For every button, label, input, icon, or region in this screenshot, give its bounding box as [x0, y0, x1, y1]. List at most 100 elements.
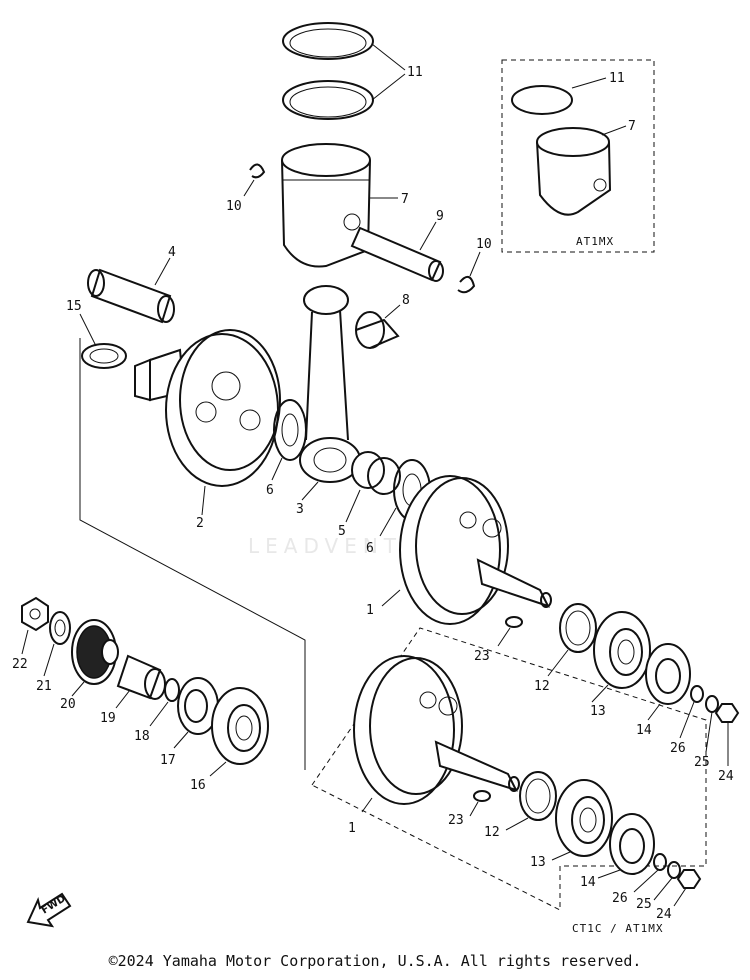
leader-26-upper: [679, 701, 695, 739]
bearing-16: [211, 687, 269, 765]
callout-12-upper: 12: [534, 679, 550, 694]
callout-9: 9: [436, 209, 444, 224]
washer-lower: [667, 861, 681, 879]
leader-6-right: [379, 507, 397, 537]
oil-seal-upper: [559, 603, 597, 653]
callout-23-upper: 23: [474, 649, 490, 664]
leader-10-left: [243, 179, 255, 197]
callout-2: 2: [196, 516, 204, 531]
woodruff-key-upper: [505, 616, 523, 628]
nut-upper: [714, 703, 740, 723]
callout-6-left: 6: [266, 483, 274, 498]
leader-5: [345, 489, 361, 523]
leader-20: [71, 681, 85, 697]
callout-5: 5: [338, 524, 346, 539]
copyright-notice: ©2024 Yamaha Motor Corporation, U.S.A. A…: [108, 952, 642, 970]
callout-15: 15: [66, 299, 82, 314]
callout-10-left: 10: [226, 199, 242, 214]
callout-22: 22: [12, 657, 28, 672]
leader-23-lower: [469, 801, 479, 817]
leader-25-lower: [653, 877, 673, 901]
callout-14-lower: 14: [580, 875, 596, 890]
oil-seal-lower: [519, 771, 557, 821]
callout-8: 8: [402, 293, 410, 308]
leader-9: [419, 221, 437, 251]
callout-20: 20: [60, 697, 76, 712]
callout-3: 3: [296, 502, 304, 517]
leader-21: [43, 643, 55, 677]
thrust-washer: [81, 343, 127, 369]
connecting-rod: [299, 285, 361, 483]
leader-13-upper: [591, 684, 609, 703]
woodruff-key-lower: [473, 790, 491, 802]
leader-18: [149, 701, 169, 727]
leader-11-b: [371, 73, 406, 101]
callout-7-box: 7: [628, 119, 636, 134]
leader-1-upper: [381, 589, 401, 607]
piston-ring-upper: [282, 22, 374, 60]
callout-1-upper: 1: [366, 603, 374, 618]
leader-13-lower: [551, 851, 571, 861]
callout-12-lower: 12: [484, 825, 500, 840]
callout-6-right: 6: [366, 541, 374, 556]
crank-half-right-lower: [353, 655, 520, 805]
leader-16: [209, 761, 227, 777]
leader-15: [79, 313, 97, 347]
big-end-bearing: [351, 451, 401, 495]
seal-upper: [645, 643, 691, 705]
leader-1-lower: [361, 797, 373, 813]
shim-18: [164, 678, 180, 702]
callout-26-lower: 26: [612, 891, 628, 906]
callout-11-box: 11: [609, 71, 625, 86]
nut-22-hole: [29, 608, 41, 620]
small-end-bearing: [355, 311, 400, 349]
leader-12-upper: [547, 649, 569, 677]
bearing-lower: [555, 779, 613, 857]
washer-upper: [705, 695, 719, 713]
box-label-ct1c-at1mx: CT1C / AT1MX: [572, 922, 663, 935]
callout-1-lower: 1: [348, 821, 356, 836]
nut-lower: [676, 869, 702, 889]
callout-10-right: 10: [476, 237, 492, 252]
callout-19: 19: [100, 711, 116, 726]
leader-12-lower: [505, 817, 529, 831]
circlip-right: [457, 275, 476, 294]
callout-21: 21: [36, 679, 52, 694]
leader-6-left: [271, 457, 283, 481]
callout-17: 17: [160, 753, 176, 768]
callout-25-upper: 25: [694, 755, 710, 770]
at1mx-piston: [536, 127, 612, 216]
grouping-line-left: [79, 338, 306, 770]
leader-14-lower: [597, 869, 621, 879]
callout-11-rings: 11: [407, 65, 423, 80]
leader-11-a: [371, 43, 406, 71]
spacer-upper: [690, 685, 704, 703]
callout-24-lower: 24: [656, 907, 672, 922]
piston-pin: [350, 226, 444, 282]
fwd-arrow-icon: FWD: [26, 892, 72, 928]
leader-8: [384, 304, 401, 319]
callout-4: 4: [168, 245, 176, 260]
seal-lower: [609, 813, 655, 875]
callout-7-piston: 7: [401, 192, 409, 207]
callout-16: 16: [190, 778, 206, 793]
leader-23-upper: [497, 627, 511, 647]
washer-21: [49, 611, 71, 645]
leader-3: [301, 481, 319, 501]
callout-18: 18: [134, 729, 150, 744]
callout-25-lower: 25: [636, 897, 652, 912]
bearing-upper: [593, 611, 651, 689]
leader-4: [154, 257, 171, 286]
crank-half-left: [134, 329, 281, 487]
callout-24-upper: 24: [718, 769, 734, 784]
circlip-left: [249, 163, 266, 179]
collar-19: [116, 654, 166, 700]
primary-drive-gear: [71, 619, 119, 685]
nut-22: [21, 596, 49, 632]
leader-24-lower: [673, 887, 687, 907]
leader-19: [115, 689, 131, 709]
at1mx-inset-box: [501, 59, 655, 253]
leader-17: [173, 731, 189, 749]
leader-7-box: [601, 125, 627, 136]
